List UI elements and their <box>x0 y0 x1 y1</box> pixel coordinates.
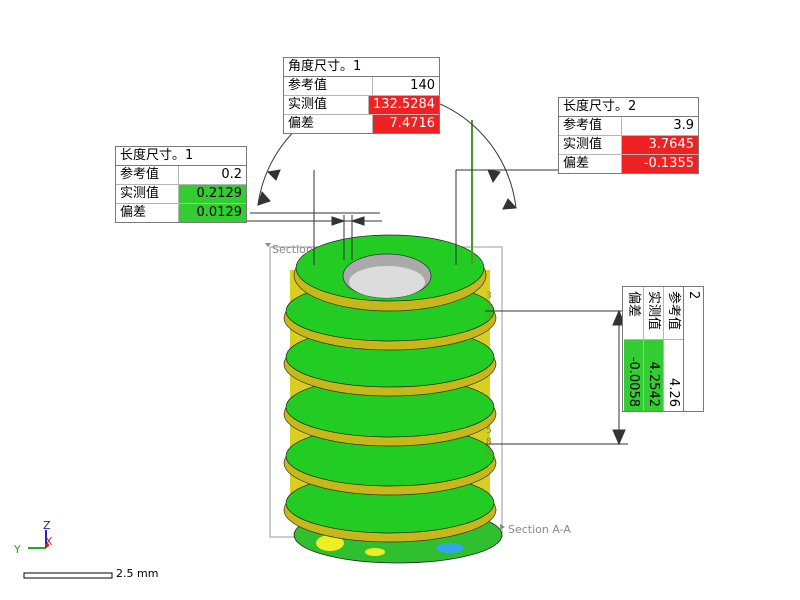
length2-dim-ref-row: 参考值 3.9 <box>559 117 698 136</box>
ref-label: 参考值 <box>116 166 179 184</box>
length1-dim-title: 长度尺寸。1 <box>116 147 246 166</box>
length1-dim-ref-row: 参考值 0.2 <box>116 166 246 185</box>
ref-label: 参考值 <box>284 77 373 95</box>
axis-z-label: Z <box>43 519 51 532</box>
svg-text:6: 6 <box>486 448 492 458</box>
measured-label: 实测值 <box>116 185 179 203</box>
vertical-dim-title: 2 <box>683 287 703 411</box>
deviation-value: -0.0058 <box>624 340 643 411</box>
ref-label: 参考值 <box>664 287 683 340</box>
screw-bore <box>342 253 432 299</box>
deviation-value: 7.4716 <box>373 115 439 133</box>
ref-value: 3.9 <box>673 118 694 133</box>
measured-label: 实测值 <box>644 287 663 340</box>
ref-label: 参考值 <box>559 117 622 135</box>
point-labels: 374 586 <box>486 291 492 458</box>
measured-value: 132.5284 <box>368 96 439 114</box>
measured-label: 实测值 <box>559 136 622 154</box>
length2-dim-callout[interactable]: 长度尺寸。2 参考值 3.9 实测值 3.7645 偏差 -0.1355 <box>558 97 699 174</box>
angle-dim-deviation-row: 偏差 7.4716 <box>284 115 439 133</box>
ref-value: 140 <box>410 78 435 93</box>
measured-value: 4.2542 <box>644 340 663 411</box>
angle-dim-ref-row: 参考值 140 <box>284 77 439 96</box>
vertical-dim-measured-row: 实测值 4.2542 <box>643 287 663 411</box>
length2-dim-title: 长度尺寸。2 <box>559 98 698 117</box>
scale-bar <box>23 572 113 579</box>
axis-y-label: Y <box>14 543 21 556</box>
svg-text:4: 4 <box>486 313 492 323</box>
axis-x-label: X <box>45 535 53 548</box>
deviation-label: 偏差 <box>559 155 622 173</box>
length2-dim-deviation-row: 偏差 -0.1355 <box>559 155 698 173</box>
screw-threads <box>283 234 497 543</box>
svg-text:5: 5 <box>486 426 492 436</box>
length1-dim-measured-row: 实测值 0.2129 <box>116 185 246 204</box>
deviation-label: 偏差 <box>624 287 643 340</box>
section-markers <box>265 243 505 530</box>
vertical-dim-callout[interactable]: 2 参考值 4.26 实测值 4.2542 偏差 -0.0058 <box>622 286 704 412</box>
angle-dim-callout[interactable]: 角度尺寸。1 参考值 140 实测值 132.5284 偏差 7.4716 <box>283 57 440 134</box>
axis-triad <box>28 530 49 549</box>
measured-value: 3.7645 <box>622 136 698 154</box>
deviation-label: 偏差 <box>284 115 373 133</box>
scale-label: 2.5 mm <box>116 567 159 580</box>
section-label-bottom: Section A-A <box>508 523 571 536</box>
deviation-label: 偏差 <box>116 204 179 222</box>
vertical-dim-ref-row: 参考值 4.26 <box>663 287 683 411</box>
ref-value: 4.26 <box>666 378 681 407</box>
vertical-dim-table: 2 参考值 4.26 实测值 4.2542 偏差 -0.0058 <box>623 287 703 411</box>
length2-dim-measured-row: 实测值 3.7645 <box>559 136 698 155</box>
vertical-dim-deviation-row: 偏差 -0.0058 <box>624 287 643 411</box>
length1-dim-deviation-row: 偏差 0.0129 <box>116 204 246 222</box>
svg-text:8: 8 <box>486 437 492 447</box>
measured-label: 实测值 <box>284 96 369 114</box>
vertical-dimension <box>485 309 628 446</box>
length1-dim-callout[interactable]: 长度尺寸。1 参考值 0.2 实测值 0.2129 偏差 0.0129 <box>115 146 247 223</box>
section-label-top: Section <box>272 243 313 256</box>
angle-dim-measured-row: 实测值 132.5284 <box>284 96 439 115</box>
deviation-value: -0.1355 <box>622 155 698 173</box>
angle-dim-title: 角度尺寸。1 <box>284 58 439 77</box>
ref-value: 0.2 <box>221 167 242 182</box>
svg-text:7: 7 <box>486 302 492 312</box>
deviation-value: 0.0129 <box>179 204 246 222</box>
svg-text:3: 3 <box>486 291 492 301</box>
measured-value: 0.2129 <box>179 185 246 203</box>
